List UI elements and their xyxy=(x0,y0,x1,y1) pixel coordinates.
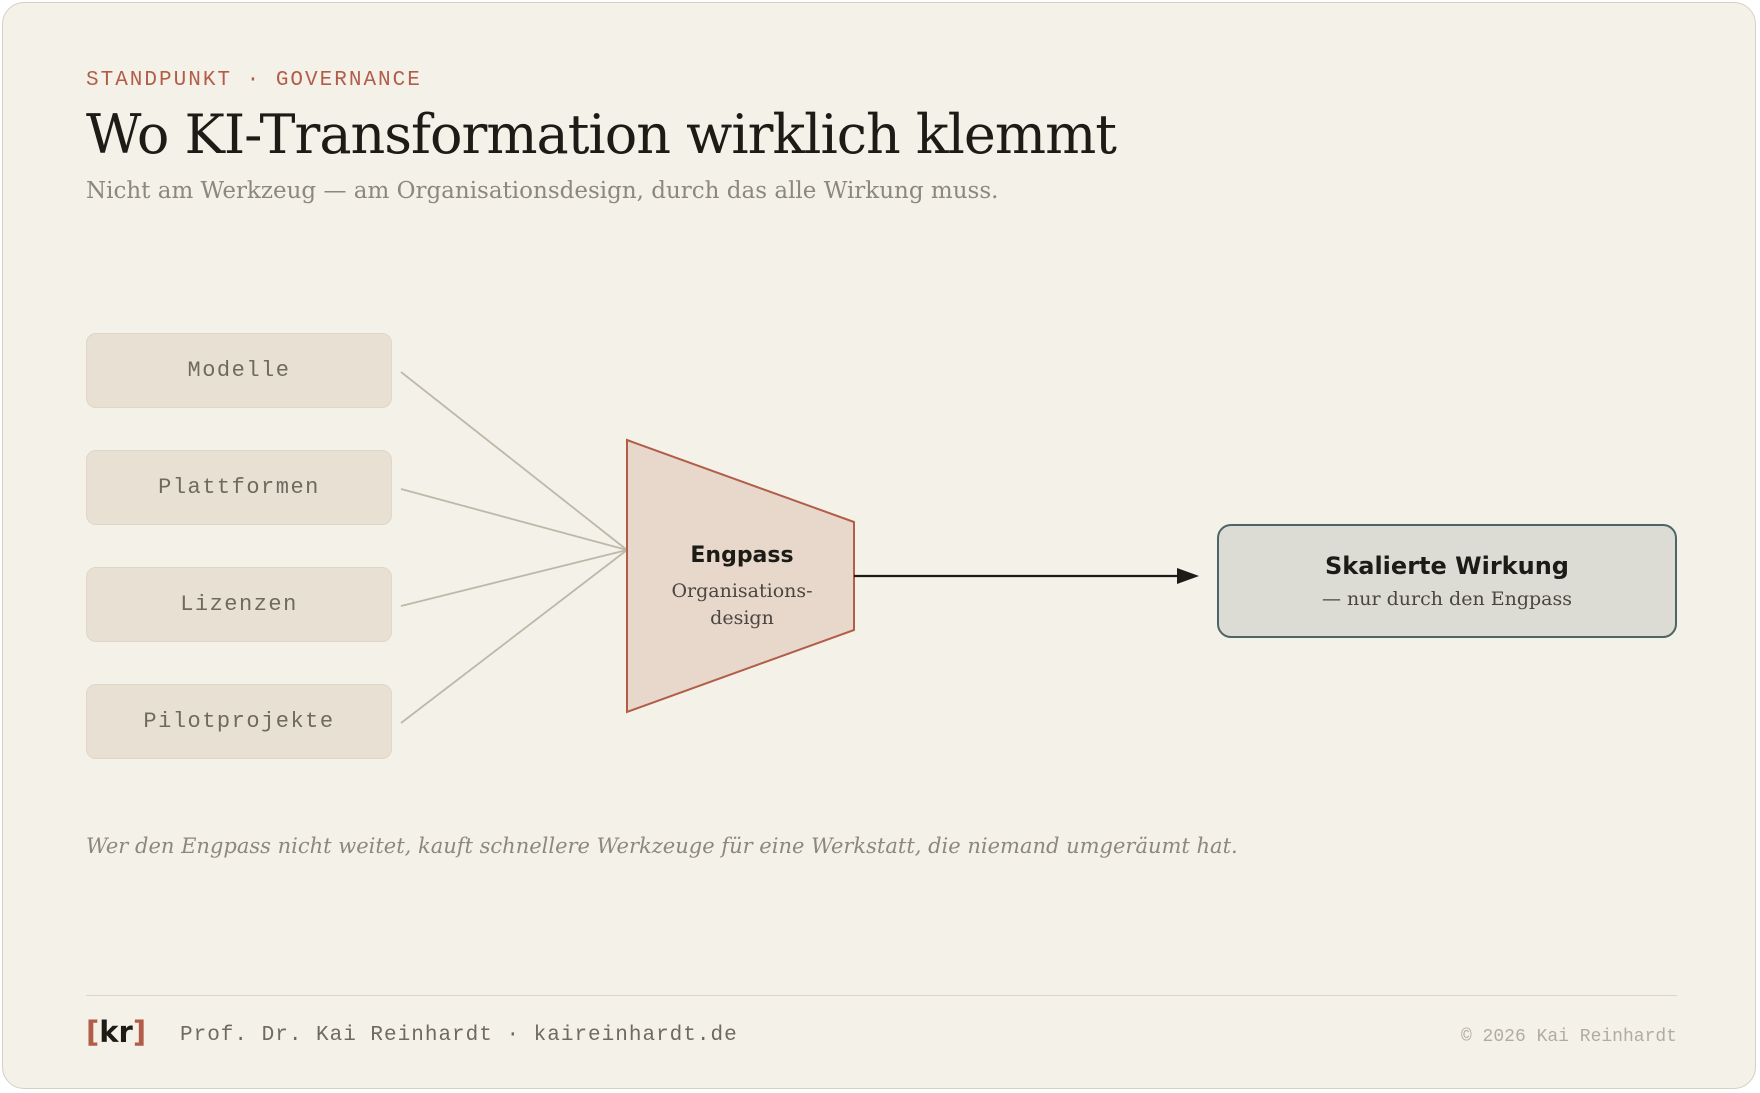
footer-copyright: © 2026 Kai Reinhardt xyxy=(1460,1027,1677,1047)
page-subtitle: Nicht am Werkzeug — am Organisationsdesi… xyxy=(86,178,999,204)
diagram-canvas xyxy=(400,371,1199,724)
bottleneck-subtitle-line2: design xyxy=(710,607,774,629)
page-title: Wo KI-Transformation wirklich klemmt xyxy=(86,103,1117,166)
logo-text: kr xyxy=(99,1015,133,1049)
connector-line-pilotprojekte xyxy=(400,549,628,724)
result-title: Skalierte Wirkung xyxy=(1325,552,1569,580)
bottleneck-trapezoid xyxy=(626,438,855,714)
kr-logo: [kr] xyxy=(86,1015,146,1049)
input-box-lizenzen: Lizenzen xyxy=(86,567,392,642)
output-arrowhead xyxy=(1177,568,1199,584)
bottleneck-label: Engpass Organisations- design xyxy=(628,543,856,632)
footer-author: Prof. Dr. Kai Reinhardt · kaireinhardt.d… xyxy=(180,1024,738,1047)
logo-bracket-open: [ xyxy=(86,1015,100,1049)
result-box: Skalierte Wirkung — nur durch den Engpas… xyxy=(1217,524,1677,638)
footer-divider xyxy=(86,995,1677,996)
connector-line-lizenzen xyxy=(400,549,628,607)
connector-line-plattformen xyxy=(400,488,628,551)
result-subtitle: — nur durch den Engpass xyxy=(1322,588,1572,610)
input-box-plattformen: Plattformen xyxy=(86,450,392,525)
input-box-pilotprojekte: Pilotprojekte xyxy=(86,684,392,759)
logo-bracket-close: ] xyxy=(132,1015,147,1049)
connector-line-modelle xyxy=(400,371,628,551)
eyebrow-label: STANDPUNKT · GOVERNANCE xyxy=(86,69,422,92)
input-box-modelle: Modelle xyxy=(86,333,392,408)
closing-quote: Wer den Engpass nicht weitet, kauft schn… xyxy=(86,834,1238,858)
bottleneck-subtitle-line1: Organisations- xyxy=(671,580,813,602)
bottleneck-title: Engpass xyxy=(690,543,794,568)
